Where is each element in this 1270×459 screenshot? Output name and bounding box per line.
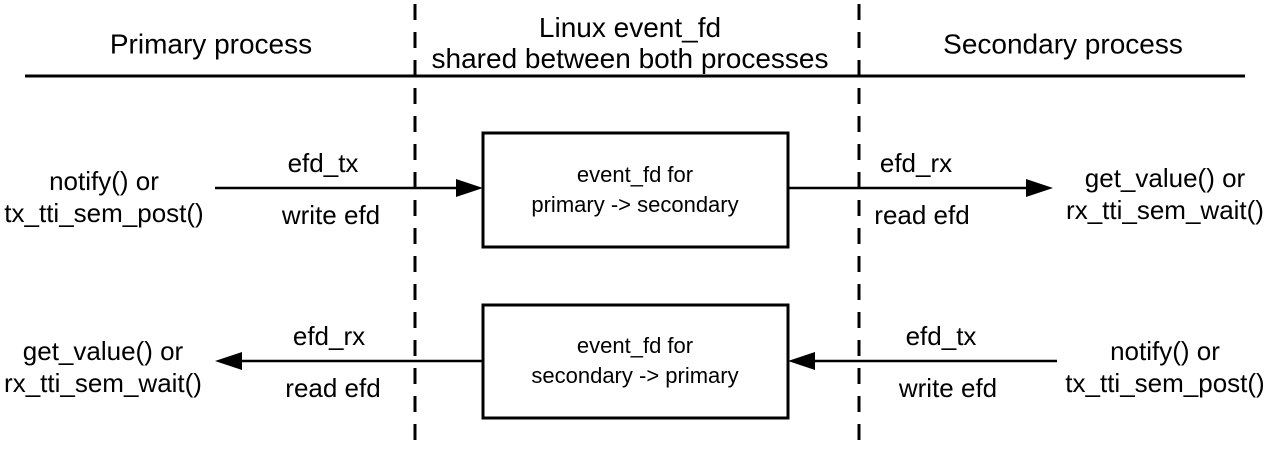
source-call-row1-line1: notify() or <box>49 166 159 196</box>
arrowhead-write-efd-row2 <box>788 352 815 370</box>
eventfd-box-label-row2-line1: event_fd for <box>576 333 694 358</box>
column-header-shared: Linux event_fd shared between both proce… <box>432 12 829 74</box>
dest-call-row1: get_value() or rx_tti_sem_wait() <box>1066 162 1264 226</box>
eventfd-box-label-secondary-to-primary: event_fd for secondary -> primary <box>531 331 738 391</box>
eventfd-box-label-row1-line1: event_fd for <box>576 162 694 187</box>
arrow-label-efd-rx-row1: efd_rx <box>879 148 953 178</box>
eventfd-box-label-primary-to-secondary: event_fd for primary -> secondary <box>531 160 738 220</box>
dest-call-row1-line1: get_value() or <box>1084 163 1246 193</box>
source-call-row2: notify() or tx_tti_sem_post() <box>1065 335 1264 399</box>
dest-call-row2-line1: get_value() or <box>22 336 184 366</box>
arrow-label-write-efd-row1: write efd <box>281 200 381 230</box>
source-call-row2-line2: tx_tti_sem_post() <box>1065 368 1265 398</box>
eventfd-box-secondary-to-primary <box>481 303 790 420</box>
arrow-label-read-efd-row1: read efd <box>874 200 970 230</box>
dest-call-row2-line2: rx_tti_sem_wait() <box>4 368 202 398</box>
dest-call-row1-line2: rx_tti_sem_wait() <box>1066 195 1264 225</box>
arrowhead-read-efd-row1 <box>1026 179 1053 197</box>
source-call-row1: notify() or tx_tti_sem_post() <box>4 165 203 229</box>
arrow-label-efd-tx-row2: efd_tx <box>905 321 977 351</box>
eventfd-box-label-row2-line2: secondary -> primary <box>531 363 739 388</box>
arrowhead-write-efd-row1 <box>456 179 483 197</box>
dest-call-row2: get_value() or rx_tti_sem_wait() <box>4 335 202 399</box>
arrow-label-write-efd-row2: write efd <box>898 373 998 403</box>
arrowhead-read-efd-row2 <box>215 352 242 370</box>
column-header-secondary: Secondary process <box>943 28 1183 60</box>
arrow-label-efd-rx-row2: efd_rx <box>292 321 366 351</box>
column-header-shared-line1: Linux event_fd <box>538 12 722 43</box>
eventfd-box-label-row1-line2: primary -> secondary <box>531 192 739 217</box>
source-call-row2-line1: notify() or <box>1110 336 1220 366</box>
arrow-label-efd-tx-row1: efd_tx <box>287 148 359 178</box>
source-call-row1-line2: tx_tti_sem_post() <box>4 198 204 228</box>
column-header-shared-line2: shared between both processes <box>431 43 829 74</box>
column-header-primary: Primary process <box>109 28 313 60</box>
arrow-label-read-efd-row2: read efd <box>285 373 381 403</box>
eventfd-box-primary-to-secondary <box>481 131 790 249</box>
